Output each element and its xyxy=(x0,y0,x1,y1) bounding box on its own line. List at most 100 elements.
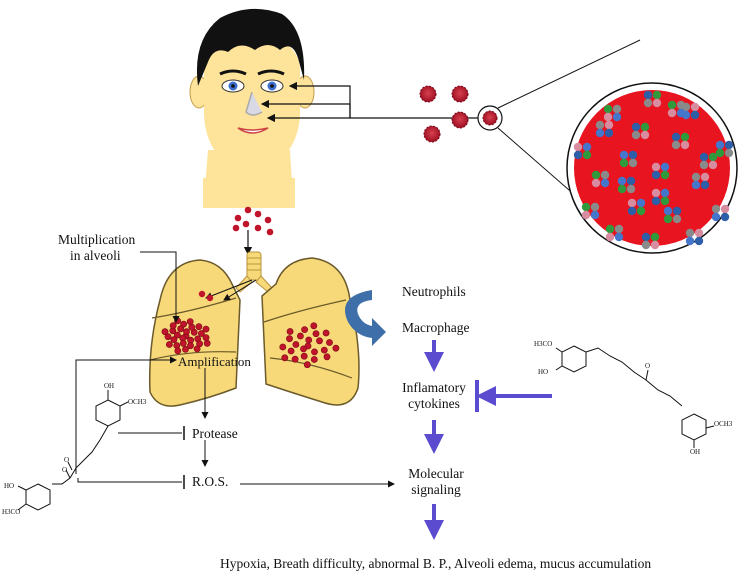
virus-dot xyxy=(286,335,293,343)
virus-dot xyxy=(170,336,178,343)
spike-protein xyxy=(603,104,622,122)
spike-protein xyxy=(671,132,690,150)
virus-dot xyxy=(292,341,300,348)
chem-left-o2: O xyxy=(62,466,68,474)
virus-dot xyxy=(320,346,328,354)
spike-protein xyxy=(631,122,650,140)
virus-dot xyxy=(310,322,318,330)
virus-dot xyxy=(174,347,182,355)
human-head xyxy=(189,8,315,208)
virus-dot xyxy=(316,337,323,345)
respiratory-droplets xyxy=(232,206,274,236)
virus-dot xyxy=(296,332,304,340)
chem-right-oh: OH xyxy=(690,448,701,456)
virus-dot xyxy=(300,352,308,360)
spike-protein xyxy=(691,172,710,190)
spike-protein xyxy=(641,232,660,250)
neutrophils-label: Neutrophils xyxy=(402,284,466,299)
virus-dot xyxy=(202,334,210,341)
virus-dot xyxy=(323,353,331,361)
spike-protein xyxy=(643,90,662,108)
spike-protein xyxy=(685,228,704,246)
spike-protein xyxy=(627,198,646,216)
virus-dot xyxy=(203,339,211,347)
virus-dot xyxy=(165,341,173,348)
chem-left-h3co: H3CO xyxy=(2,508,21,516)
curcumin-structure-left xyxy=(17,390,129,511)
spike-protein xyxy=(605,224,624,242)
virus-dot xyxy=(174,317,181,325)
spike-protein xyxy=(715,140,734,158)
spike-protein xyxy=(581,202,600,220)
virus-dot xyxy=(279,343,287,351)
alveoli-label: in alveoli xyxy=(70,248,121,263)
chem-left-ho: HO xyxy=(4,482,15,490)
virus-dot xyxy=(173,331,181,339)
virus-dot xyxy=(197,330,205,337)
virus-dot xyxy=(202,325,210,333)
virus-dot xyxy=(188,323,196,331)
protease-label: Protease xyxy=(192,426,238,441)
virus-dot xyxy=(312,330,320,338)
virus-dot xyxy=(311,348,318,356)
virus-dot xyxy=(182,345,189,353)
cytokines-label-line2: cytokines xyxy=(408,396,460,411)
spike-protein xyxy=(591,170,610,188)
spike-protein xyxy=(663,206,682,224)
spike-protein xyxy=(573,142,592,160)
amplification-label: Amplification xyxy=(178,354,251,369)
cytokines-label-line1: Inflamatory xyxy=(402,380,466,395)
virus-particles xyxy=(419,85,503,143)
multiplication-arrow xyxy=(140,251,180,323)
trachea xyxy=(235,251,273,293)
molecular-label-line1: Molecular xyxy=(408,466,464,481)
magnified-virus xyxy=(566,82,738,254)
virus-dot xyxy=(187,342,194,350)
virus-dot xyxy=(300,345,307,353)
virus-dot xyxy=(186,318,194,325)
virus-dot xyxy=(183,328,190,336)
chem-right-h3co: H3CO xyxy=(534,340,553,348)
ros-label: R.O.S. xyxy=(192,474,229,489)
virus-dot xyxy=(326,339,333,346)
nose xyxy=(245,91,263,116)
hair xyxy=(196,8,305,87)
curcumin-structure-right xyxy=(555,345,715,448)
virus-dot xyxy=(180,320,187,328)
chem-left-oh: OH xyxy=(104,382,115,390)
spike-protein xyxy=(619,150,638,168)
spike-protein xyxy=(617,176,636,194)
virus-dot xyxy=(281,354,289,362)
virus-dot xyxy=(195,323,203,331)
virus-dot xyxy=(193,345,201,353)
spike-protein xyxy=(699,152,718,170)
spike-protein xyxy=(711,204,730,222)
lungs xyxy=(148,251,360,407)
virus-dot xyxy=(301,326,308,333)
virus-dot xyxy=(286,328,294,335)
virus-dot xyxy=(161,328,169,336)
virus-dot xyxy=(303,361,311,369)
virus-dot xyxy=(305,336,313,344)
virus-dot xyxy=(310,356,318,363)
mouth xyxy=(237,127,269,134)
zoom-source-ring xyxy=(477,105,503,131)
chem-left-och3: OCH3 xyxy=(128,398,147,406)
outcome-label: Hypoxia, Breath difficulty, abnormal B. … xyxy=(220,556,652,571)
spike-protein xyxy=(651,162,670,180)
virus-dot xyxy=(164,333,172,341)
chem-right-och3: OCH3 xyxy=(714,420,733,428)
spike-protein xyxy=(651,188,670,206)
multiplication-label: Multiplication xyxy=(58,232,136,247)
neutrophil-curve-arrow xyxy=(345,290,386,346)
chem-right-ho: HO xyxy=(538,368,549,376)
feedback-lines xyxy=(75,356,395,489)
chem-right-o: O xyxy=(645,362,651,370)
molecular-label-line2: signaling xyxy=(411,482,461,497)
spike-protein xyxy=(595,120,614,138)
virus-dot xyxy=(322,329,330,337)
macrophage-label: Macrophage xyxy=(402,320,470,335)
entry-arrows xyxy=(260,81,478,123)
